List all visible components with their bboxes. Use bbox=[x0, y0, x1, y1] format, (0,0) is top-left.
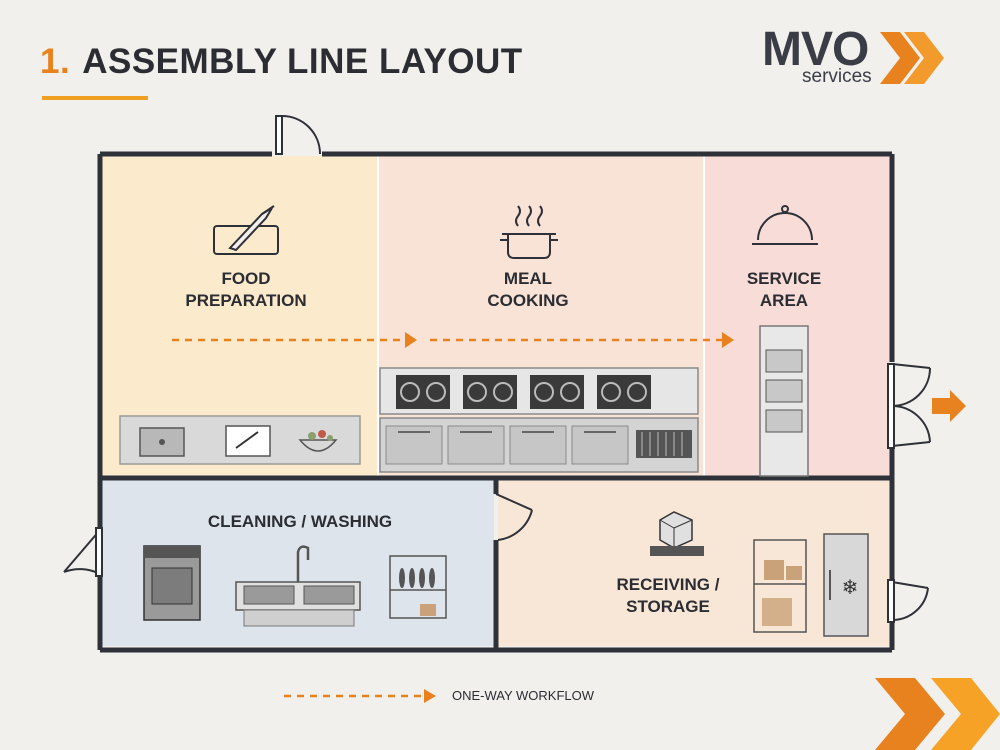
page-title: 1. ASSEMBLY LINE LAYOUT bbox=[40, 42, 523, 82]
freezer-icon: ❄ bbox=[823, 533, 869, 637]
title-underline bbox=[42, 96, 148, 100]
cutting-board-icon bbox=[213, 205, 279, 255]
pallet-box-icon bbox=[650, 511, 704, 556]
logo-chevron-icon bbox=[880, 32, 944, 84]
workflow-arrow bbox=[172, 332, 734, 348]
legend-label: ONE-WAY WORKFLOW bbox=[452, 688, 595, 703]
storage-shelf-icon bbox=[753, 539, 807, 633]
knife-board-icon bbox=[225, 425, 271, 457]
legend-arrow bbox=[284, 689, 436, 703]
corner-chevron-icon bbox=[875, 678, 1000, 750]
logo-brand-text: MVO bbox=[762, 23, 869, 76]
room-label-service-area: SERVICE AREA bbox=[746, 269, 822, 310]
room-label-cleaning-washing: CLEANING / WASHING bbox=[207, 512, 393, 531]
cloche-icon bbox=[752, 205, 818, 245]
room-label-meal-cooking: MEAL COOKING bbox=[487, 269, 569, 310]
door-top bbox=[275, 115, 321, 155]
dish-rack-icon bbox=[389, 555, 447, 619]
svg-text:❄: ❄ bbox=[842, 575, 859, 599]
room-label-food-preparation: FOOD PREPARATION bbox=[185, 269, 307, 310]
door-storage bbox=[887, 579, 929, 623]
door-internal bbox=[495, 493, 533, 541]
title-number: 1. bbox=[40, 42, 71, 81]
service-counter bbox=[759, 325, 809, 477]
cooking-pot-icon bbox=[500, 205, 558, 259]
title-text: ASSEMBLY LINE LAYOUT bbox=[82, 42, 523, 81]
prep-counter bbox=[119, 415, 361, 465]
walls bbox=[97, 151, 895, 653]
logo-tagline: services bbox=[802, 66, 872, 87]
room-label-receiving-storage: RECEIVING / STORAGE bbox=[616, 575, 720, 616]
cooking-range bbox=[379, 367, 699, 473]
door-cleaning bbox=[63, 527, 103, 577]
brand-logo: MVO services bbox=[762, 23, 962, 88]
double-sink-icon bbox=[235, 545, 361, 627]
dishwasher-icon bbox=[143, 545, 201, 621]
door-service-exit bbox=[887, 363, 931, 449]
salad-bowl-icon bbox=[298, 439, 338, 452]
exit-arrow-icon bbox=[932, 390, 966, 422]
